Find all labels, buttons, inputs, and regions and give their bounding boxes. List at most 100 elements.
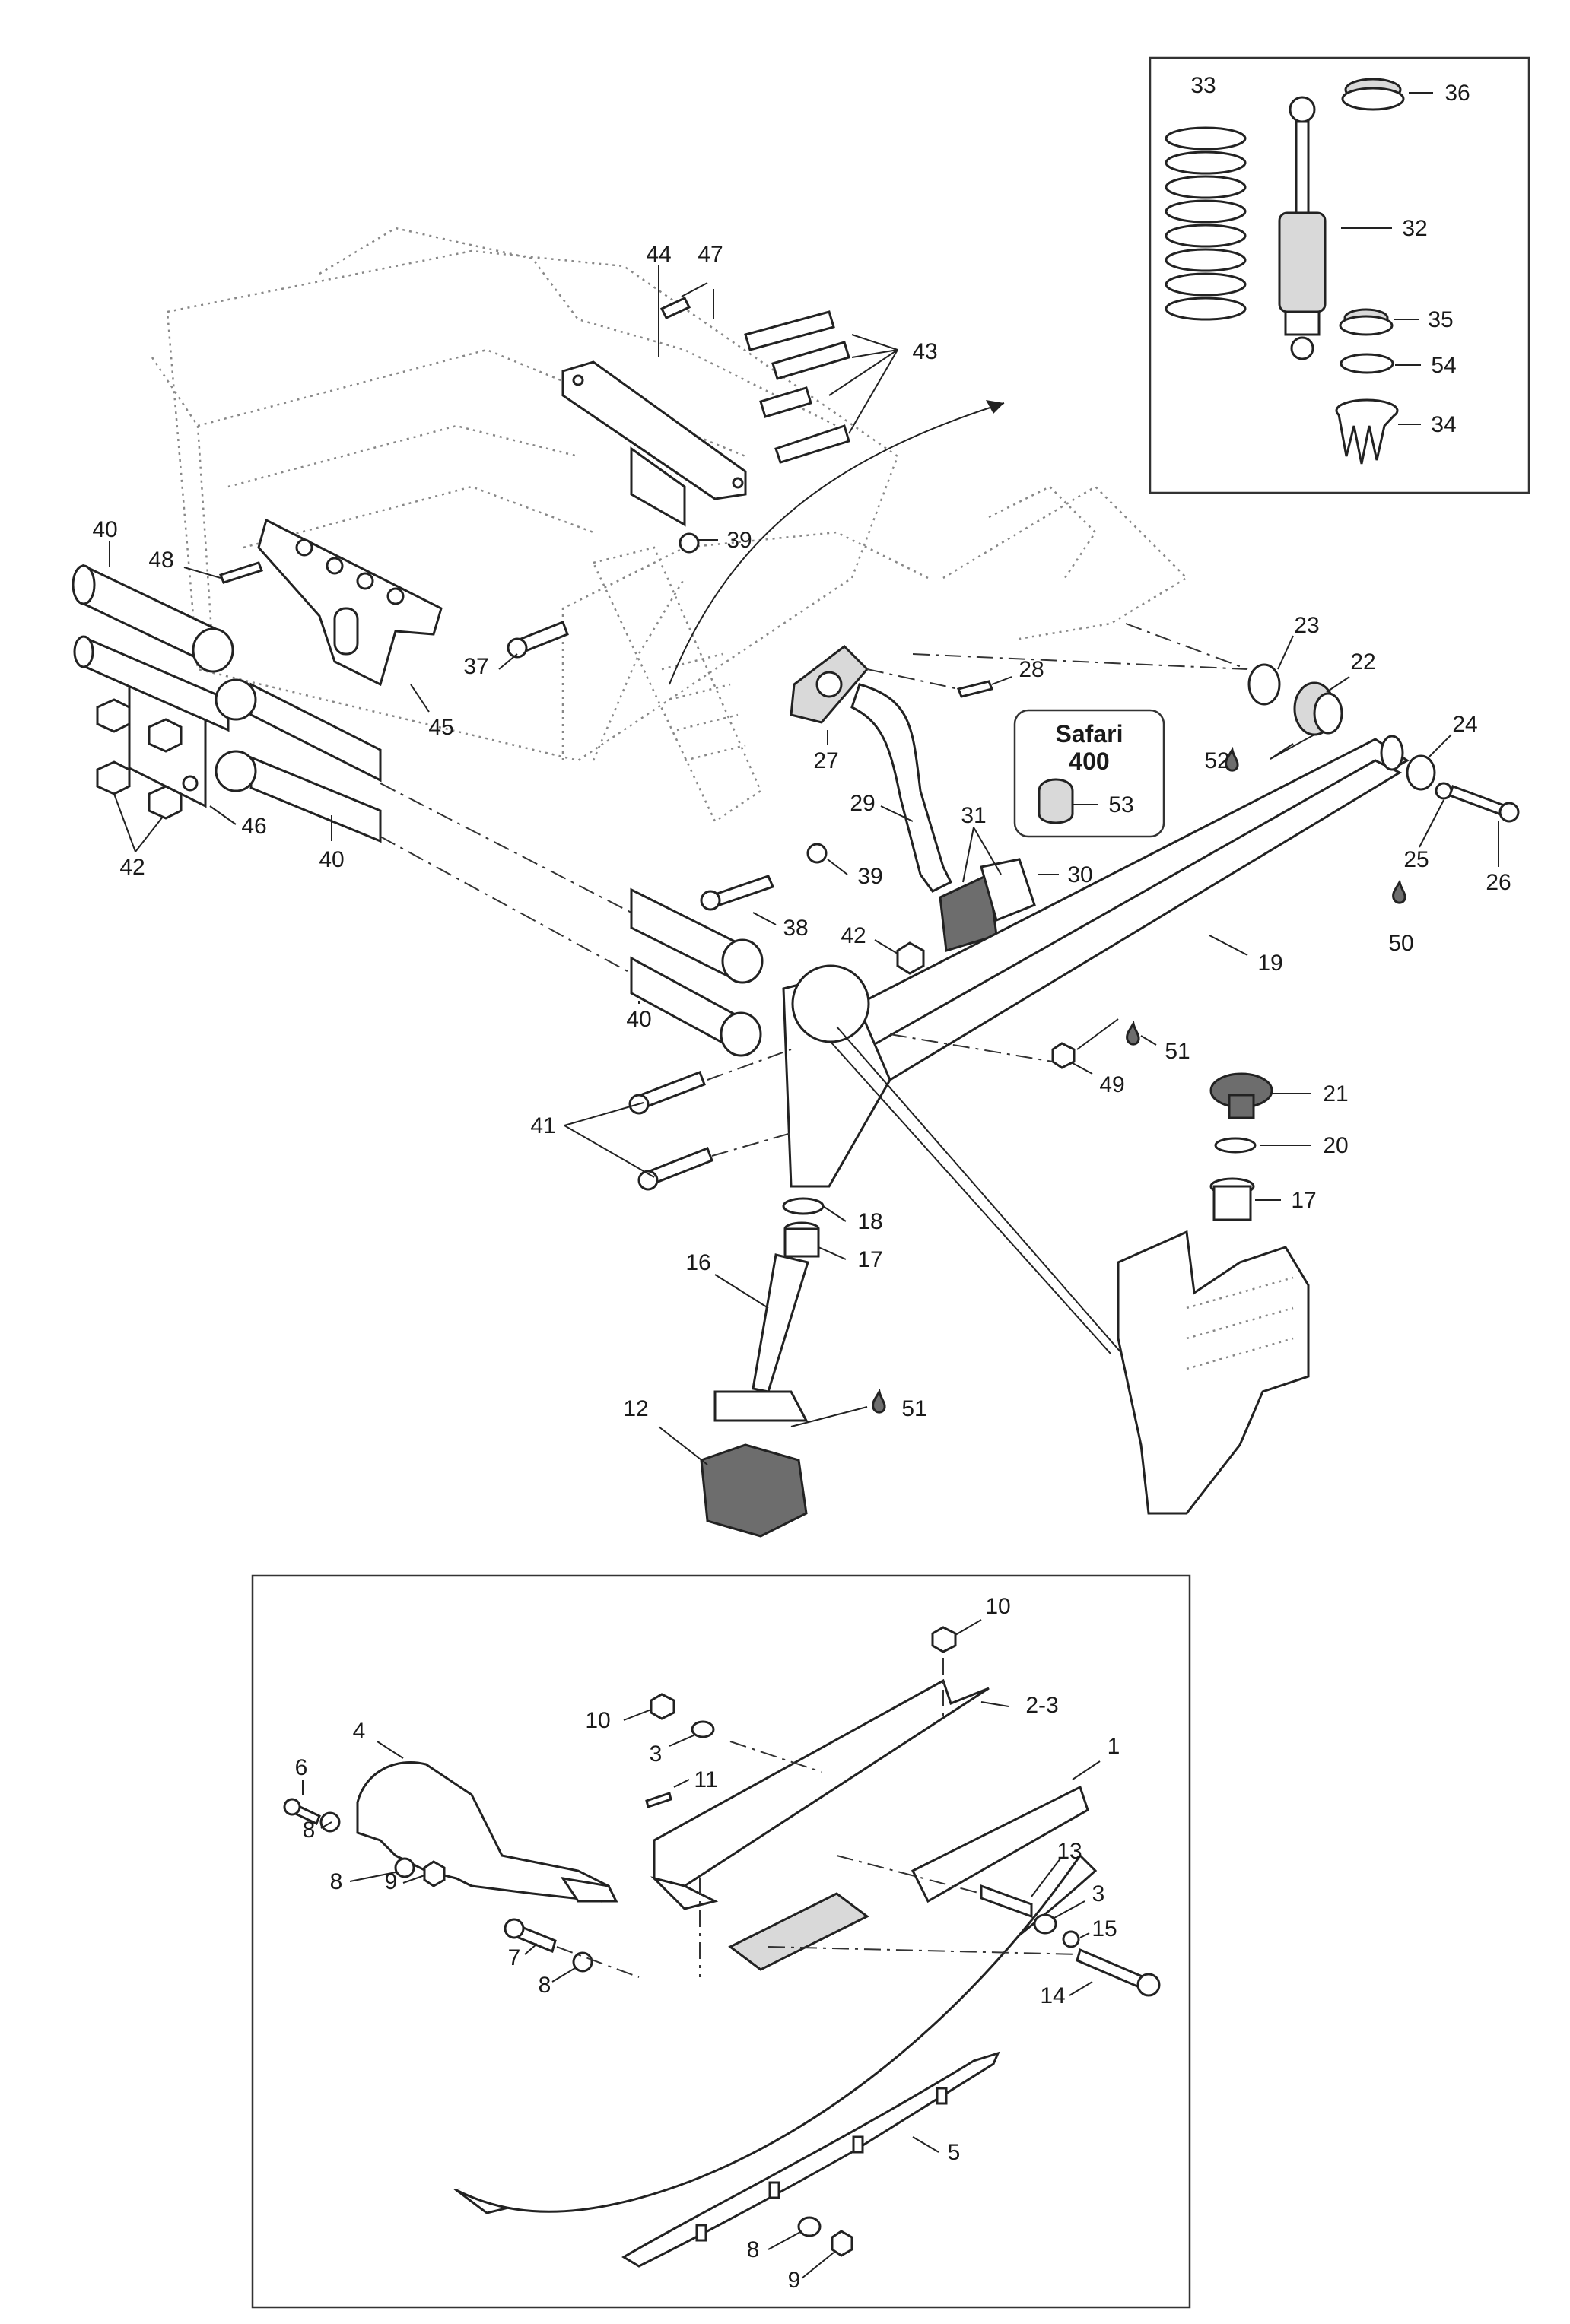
grease-51-upper xyxy=(1126,1020,1140,1046)
shock-inset-frame xyxy=(1149,56,1530,494)
nut-9-lower xyxy=(831,2230,853,2257)
nut-42-right xyxy=(896,941,925,975)
spring-33 xyxy=(1165,126,1247,321)
label-40-c: 40 xyxy=(626,1007,651,1032)
label-1: 1 xyxy=(1108,1734,1120,1759)
label-8-c: 8 xyxy=(539,1973,551,1998)
label-18: 18 xyxy=(857,1209,882,1234)
label-54: 54 xyxy=(1431,353,1456,378)
label-6: 6 xyxy=(295,1755,308,1780)
label-10-right: 10 xyxy=(985,1594,1010,1619)
reference-arrow xyxy=(669,402,1005,685)
bushing-17-right xyxy=(1209,1177,1255,1221)
nut-10-left xyxy=(650,1693,675,1720)
housing-detail-ghost xyxy=(1117,1230,1310,1515)
label-5: 5 xyxy=(948,2140,961,2165)
label-26: 26 xyxy=(1486,870,1511,895)
label-16: 16 xyxy=(685,1250,710,1275)
label-2-3: 2-3 xyxy=(1025,1693,1058,1718)
spindle-16 xyxy=(713,1253,809,1422)
arrow-head xyxy=(986,400,1004,414)
bolt-38 xyxy=(700,875,775,911)
label-32: 32 xyxy=(1402,216,1427,241)
nut-39-upper xyxy=(679,532,700,554)
runner-5 xyxy=(621,2051,1000,2268)
clamp-30-31 xyxy=(939,858,1036,952)
washer-54 xyxy=(1340,353,1394,374)
safari-label-line2: 400 xyxy=(1069,748,1109,775)
label-9-lower: 9 xyxy=(788,2268,801,2293)
label-48: 48 xyxy=(148,548,173,573)
label-45: 45 xyxy=(428,715,453,740)
washer-3-upper xyxy=(691,1720,715,1738)
nut-39-lower xyxy=(806,843,828,864)
ski-handle-4 xyxy=(356,1760,618,1903)
shock-assembly-ghost xyxy=(592,546,762,823)
label-33: 33 xyxy=(1190,73,1216,98)
bolt-6 xyxy=(283,1798,321,1826)
grease-52 xyxy=(1225,746,1239,772)
label-35: 35 xyxy=(1428,307,1453,332)
washer-8-b xyxy=(394,1857,415,1878)
label-52: 52 xyxy=(1204,748,1229,773)
safari-label-line1: Safari xyxy=(1056,720,1123,748)
washer-18 xyxy=(782,1197,825,1215)
label-17-left: 17 xyxy=(857,1247,882,1272)
label-42-right: 42 xyxy=(841,923,866,948)
label-53: 53 xyxy=(1108,792,1133,818)
label-11: 11 xyxy=(694,1767,717,1792)
label-3-lower: 3 xyxy=(1092,1881,1105,1907)
rivet-28 xyxy=(956,680,994,698)
label-50: 50 xyxy=(1388,931,1413,956)
label-40-a: 40 xyxy=(92,517,117,542)
bolt-14 xyxy=(1076,1948,1161,1997)
ring-24 xyxy=(1406,754,1436,791)
mount-27 xyxy=(790,645,869,724)
label-8-b: 8 xyxy=(330,1869,343,1894)
label-4: 4 xyxy=(353,1719,366,1744)
label-46: 46 xyxy=(241,814,266,839)
nut-10-right xyxy=(931,1626,957,1653)
label-23: 23 xyxy=(1294,613,1319,638)
label-38: 38 xyxy=(783,916,808,941)
label-19: 19 xyxy=(1257,951,1282,976)
grease-fitting-49 xyxy=(1051,1042,1076,1069)
label-14: 14 xyxy=(1040,1983,1065,2008)
label-51-upper: 51 xyxy=(1165,1039,1190,1064)
clip-20 xyxy=(1214,1137,1257,1154)
label-7: 7 xyxy=(508,1945,521,1970)
label-49: 49 xyxy=(1099,1072,1124,1097)
label-36: 36 xyxy=(1444,81,1470,106)
bushing-17-left xyxy=(783,1221,820,1258)
label-43: 43 xyxy=(912,339,937,364)
label-13: 13 xyxy=(1057,1839,1082,1864)
spring-adjuster-34 xyxy=(1335,398,1399,465)
bolts-43 xyxy=(744,310,850,464)
label-39-upper: 39 xyxy=(726,528,752,553)
label-44: 44 xyxy=(646,242,671,267)
spring-seat-35 xyxy=(1339,308,1394,336)
label-37: 37 xyxy=(463,654,488,679)
callout-labels: 33 36 32 35 54 34 44 47 43 39 40 48 37 4… xyxy=(92,73,1511,2293)
trailing-arm-19 xyxy=(782,735,1410,1188)
plate-45 xyxy=(257,518,443,687)
bushing-22 xyxy=(1293,681,1343,736)
bolt-26 xyxy=(1448,785,1520,823)
rivet-47 xyxy=(659,282,708,319)
bolt-37 xyxy=(507,621,569,659)
rivet-48 xyxy=(219,561,263,584)
cap-21 xyxy=(1209,1072,1273,1119)
bolts-41 xyxy=(628,1071,713,1191)
grease-51-lower xyxy=(872,1388,886,1414)
label-34: 34 xyxy=(1431,412,1456,437)
label-41: 41 xyxy=(530,1113,555,1138)
label-39-lower: 39 xyxy=(857,864,882,889)
washer-8-c xyxy=(572,1951,593,1973)
label-15: 15 xyxy=(1092,1916,1117,1941)
bushing-12 xyxy=(700,1443,808,1538)
rod-29 xyxy=(850,683,953,893)
label-28: 28 xyxy=(1019,657,1044,682)
label-3-upper: 3 xyxy=(650,1741,663,1767)
shock-absorber-32 xyxy=(1278,96,1327,360)
nut-9-upper xyxy=(423,1860,446,1887)
